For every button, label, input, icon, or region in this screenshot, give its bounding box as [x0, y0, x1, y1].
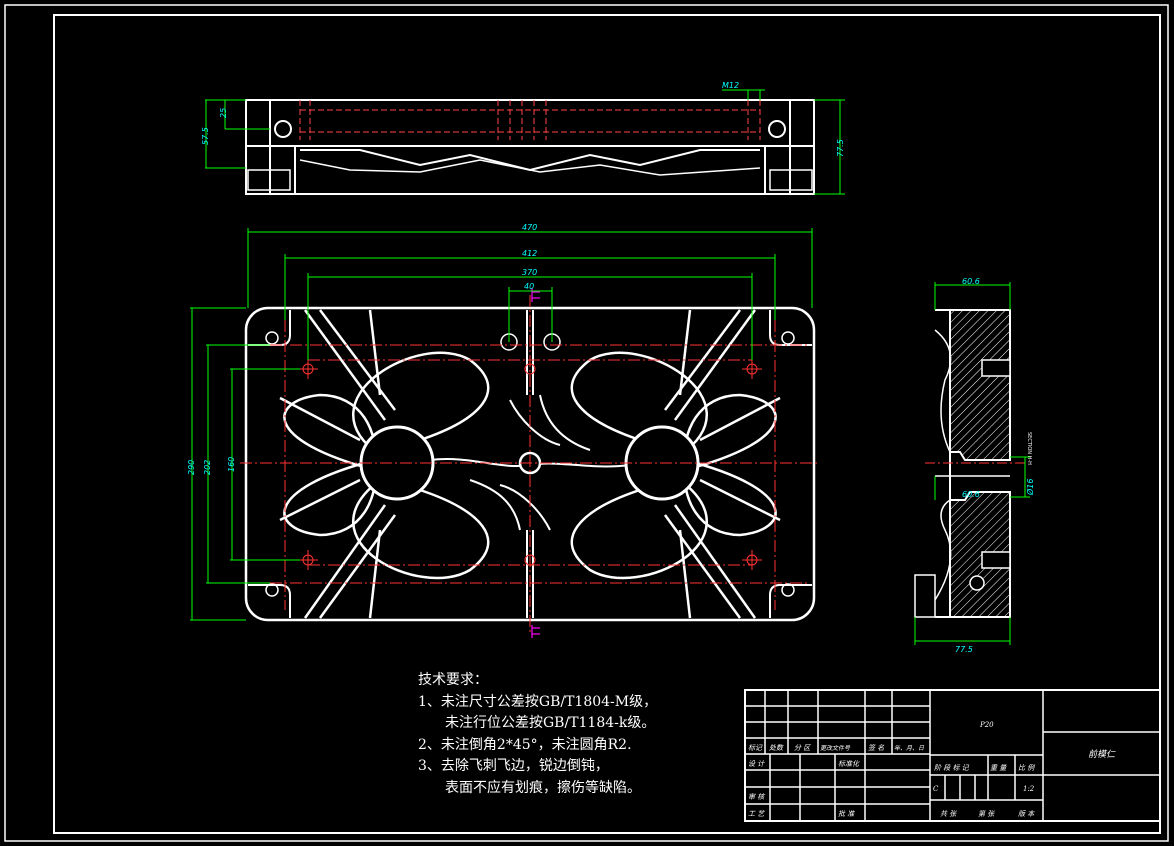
dim-section-bottom: 77.5: [955, 645, 973, 654]
part-name: 前模仁: [1088, 749, 1116, 760]
dim-height-160: 160: [227, 457, 236, 472]
left-blade-top: [352, 351, 490, 457]
tb-std: 标准化: [838, 760, 860, 768]
tb-c5: 签 名: [868, 744, 885, 752]
notes-title: 技术要求：: [418, 672, 488, 688]
dim-width-40: 40: [524, 282, 534, 291]
section-dims: [914, 282, 1030, 645]
dim-height-202: 202: [203, 460, 212, 475]
front-view: [244, 306, 816, 622]
dim-top-h1: 25: [219, 108, 228, 118]
dimension-texts: M12 25 57.5 77.5 470 412 370 40 290 202 …: [187, 81, 1035, 654]
tb-c3: 分 区: [794, 744, 811, 752]
inner-frame: [53, 14, 1161, 834]
notes-line-1b: 未注行位公差按GB/T1184-k级。: [445, 715, 656, 731]
dim-width-370: 370: [522, 268, 537, 277]
tb-c2: 处数: [769, 744, 784, 752]
top-view-hole-right: [768, 120, 786, 138]
tb-total: 共 张: [940, 810, 957, 818]
dim-top-h3: 77.5: [836, 139, 845, 157]
left-blade-left: [283, 393, 377, 472]
tb-mark: C: [933, 785, 939, 793]
dim-section-hole: Ø16: [1025, 479, 1035, 496]
dim-width-412: 412: [522, 249, 537, 258]
tb-process: 工 艺: [748, 810, 765, 818]
tb-version: 版 本: [1018, 810, 1035, 818]
title-block-texts: 前模仁 P20 标记 处数 分 区 更改文件号 签 名 年、月、日 设 计 标准…: [748, 721, 1116, 818]
material: P20: [979, 721, 994, 729]
tb-weight: 重 量: [990, 764, 1007, 772]
tb-scale-label: 比 例: [1018, 764, 1035, 772]
right-blade-right: [683, 393, 777, 472]
section-view: [914, 309, 1025, 618]
right-blade-bottom: [570, 478, 708, 580]
tb-scale: 1:2: [1023, 785, 1035, 793]
dim-section-mid: 60.6: [962, 490, 980, 499]
hole-markers: [298, 359, 762, 570]
top-view-dims: [205, 89, 845, 195]
dim-overall-height: 290: [187, 460, 196, 475]
tb-sheet: 第 张: [978, 810, 995, 818]
left-blade-bottom: [352, 478, 490, 580]
dim-section-width: 60.6: [962, 277, 980, 286]
tb-approve: 批 准: [838, 810, 855, 818]
tb-review: 审 核: [748, 793, 765, 801]
right-blade-top: [570, 351, 708, 457]
notes-line-1: 1、未注尺寸公差按GB/T1804-M级，: [418, 693, 658, 710]
tb-c6: 年、月、日: [894, 744, 925, 752]
notes-line-3b: 表面不应有划痕，擦伤等缺陷。: [445, 779, 641, 796]
section-label: SECTION H-H: [1026, 432, 1032, 465]
notes-line-3: 3、去除飞刺飞边，锐边倒钝，: [418, 758, 609, 774]
tb-c1: 标记: [748, 744, 763, 752]
section-markers: [531, 288, 540, 638]
notes-line-2: 2、未注倒角2*45°，未注圆角R2.: [418, 736, 632, 753]
title-block: [744, 689, 1161, 822]
right-blade-lower: [683, 458, 777, 537]
front-view-dims: [190, 228, 813, 621]
center-lines: [240, 295, 820, 635]
outer-border: [4, 4, 1169, 842]
left-blade-lower: [283, 458, 377, 537]
dim-top-m12: M12: [722, 81, 739, 90]
top-view-hole-left: [274, 120, 292, 138]
top-view-hidden-lines: [299, 100, 761, 140]
dim-top-h2: 57.5: [201, 127, 210, 145]
tb-design: 设 计: [748, 760, 765, 768]
tb-stage: 阶 段 标 记: [934, 764, 970, 772]
top-view: [245, 99, 815, 195]
dim-overall-width: 470: [522, 223, 537, 232]
tb-c4: 更改文件号: [820, 744, 851, 752]
technical-requirements: 技术要求： 1、未注尺寸公差按GB/T1804-M级， 未注行位公差按GB/T1…: [418, 670, 657, 799]
